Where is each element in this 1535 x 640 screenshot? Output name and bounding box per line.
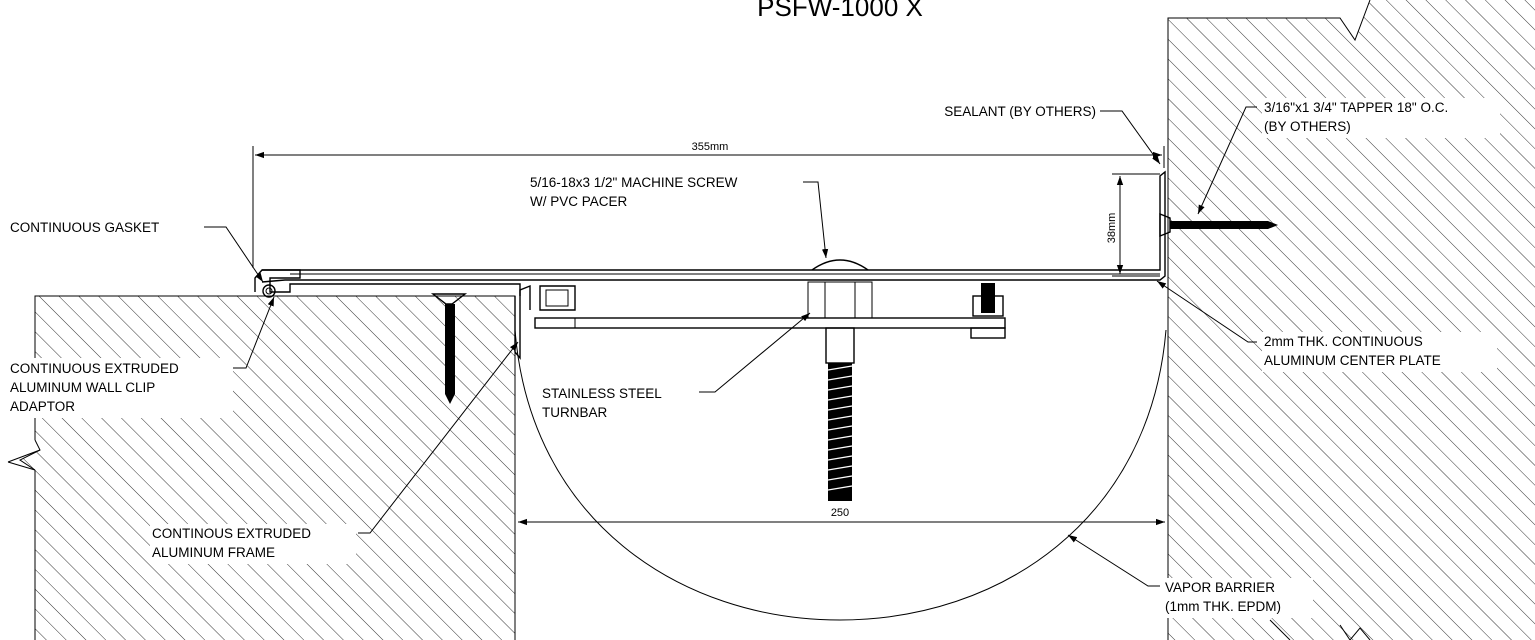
screw-thread-lines — [827, 365, 853, 491]
turnbar — [534, 317, 1006, 329]
left-substrate-hatch — [20, 296, 515, 640]
dim-opening-label: 250 — [831, 507, 849, 519]
callout-sealant: SEALANT (BY OTHERS) — [944, 104, 1096, 119]
callout-gasket: CONTINUOUS GASKET — [10, 220, 159, 235]
callout-turnbar-line2: TURNBAR — [542, 405, 608, 420]
leader-lines — [204, 106, 1257, 587]
right-substrate-hatch — [1168, 0, 1535, 640]
left-substrate-break — [7, 449, 41, 471]
tapper-screw — [1170, 221, 1268, 229]
dim-overall-width-label: 355mm — [692, 141, 729, 153]
right-substrate-break-bottom — [1269, 619, 1371, 640]
callout-machine-screw-line2: W/ PVC PACER — [530, 194, 628, 209]
callout-wall-clip-line1: CONTINUOUS EXTRUDED — [10, 361, 179, 376]
callout-wall-clip-line2: ALUMINUM WALL CLIP — [10, 380, 155, 395]
callout-vapor-line2: (1mm THK. EPDM) — [1165, 599, 1281, 614]
center-plate — [261, 170, 1166, 283]
right-bolt-stud — [981, 283, 995, 313]
machine-screw-head — [811, 259, 869, 271]
callout-tapper-line2: (BY OTHERS) — [1264, 119, 1351, 134]
vapor-barrier-arc — [514, 329, 1167, 621]
frame-channel — [545, 289, 569, 307]
machine-screw-shank — [828, 363, 852, 501]
dim-height-label: 38mm — [1106, 213, 1118, 244]
callout-wall-clip-line3: ADAPTOR — [10, 399, 75, 414]
callout-machine-screw-line1: 5/16-18x3 1/2" MACHINE SCREW — [530, 175, 738, 190]
callout-frame-line2: ALUMINUM FRAME — [152, 545, 275, 560]
callout-vapor-line1: VAPOR BARRIER — [1165, 580, 1275, 595]
callout-turnbar-line1: STAINLESS STEEL — [542, 386, 662, 401]
right-bolt-nut — [970, 327, 1006, 339]
callout-frame-line1: CONTINOUS EXTRUDED — [152, 526, 311, 541]
callout-tapper-line1: 3/16"x1 3/4" TAPPER 18" O.C. — [1264, 100, 1448, 115]
drawing-title: PSFW-1000 X — [757, 0, 923, 22]
continuous-gasket — [262, 284, 276, 298]
wall-clip-adaptor — [254, 269, 521, 296]
callout-center-plate-line1: 2mm THK. CONTINUOUS — [1264, 334, 1423, 349]
callout-center-plate-line2: ALUMINUM CENTER PLATE — [1264, 353, 1441, 368]
right-substrate-outline — [1167, 0, 1371, 640]
aluminum-frame — [514, 284, 576, 360]
